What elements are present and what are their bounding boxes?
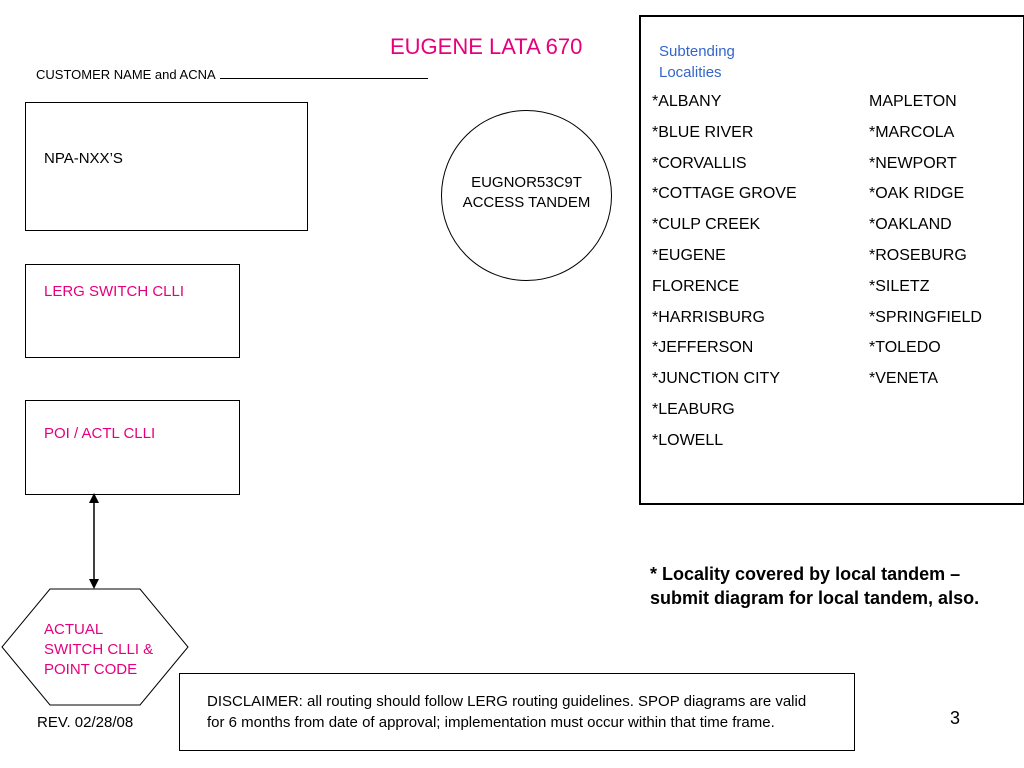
bidirectional-arrow — [89, 493, 99, 589]
npa-nxx-box: NPA-NXX’S — [25, 102, 308, 231]
lerg-switch-clli-box: LERG SWITCH CLLI — [25, 264, 240, 358]
locality-item: MAPLETON — [869, 93, 957, 110]
actual-switch-line-2: SWITCH CLLI & — [44, 641, 154, 658]
customer-name-label: CUSTOMER NAME and ACNA — [36, 67, 216, 82]
arrow-head-down — [89, 579, 99, 589]
locality-item: *OAKLAND — [869, 216, 952, 234]
locality-item: FLORENCE — [652, 277, 740, 295]
page-number: 3 — [950, 708, 961, 728]
locality-item: *OAK RIDGE — [869, 185, 965, 203]
revision-date: REV. 02/28/08 — [37, 714, 134, 731]
localities-heading: Subtending Localities — [659, 43, 735, 81]
tandem-type: ACCESS TANDEM — [462, 194, 591, 211]
npa-nxx-label: NPA-NXX’S — [44, 150, 123, 167]
locality-item: *JEFFERSON — [652, 339, 754, 357]
locality-item: *MARCOLA — [869, 123, 955, 141]
actual-switch-hexagon — [1, 588, 189, 706]
locality-item: *EUGENE — [652, 246, 726, 264]
locality-item: *COTTAGE GROVE — [652, 185, 797, 203]
access-tandem-node: EUGNOR53C9T ACCESS TANDEM — [441, 110, 612, 281]
locality-item: *LEABURG — [652, 400, 735, 418]
customer-name-blank-line — [219, 67, 428, 79]
poi-actl-clli-box: POI / ACTL CLLI — [25, 400, 240, 495]
locality-item: *ROSEBURG — [869, 246, 967, 264]
locality-item: *CULP CREEK — [652, 216, 761, 234]
localities-column-1: *ALBANY *BLUE RIVER *CORVALLIS *COTTAGE … — [652, 93, 797, 463]
disclaimer-text: DISCLAIMER: all routing should follow LE… — [207, 693, 807, 731]
local-tandem-footnote: * Locality covered by local tandem – sub… — [650, 564, 980, 608]
page-title: EUGENE LATA 670 — [390, 34, 583, 59]
locality-item: *JUNCTION CITY — [652, 370, 780, 388]
hexagon-shape — [1, 588, 189, 706]
locality-item: *NEWPORT — [869, 154, 957, 172]
actual-switch-label: ACTUAL SWITCH CLLI & POINT CODE — [44, 620, 153, 680]
localities-column-2: MAPLETON *MARCOLA *NEWPORT *OAK RIDGE *O… — [869, 93, 982, 401]
locality-item: *SILETZ — [869, 277, 930, 295]
disclaimer-box: DISCLAIMER: all routing should follow LE… — [179, 673, 855, 751]
locality-item: *CORVALLIS — [652, 154, 747, 172]
locality-item: *BLUE RIVER — [652, 123, 754, 141]
locality-item: *HARRISBURG — [652, 308, 765, 326]
locality-item: *VENETA — [869, 370, 939, 388]
customer-name-acna-field: CUSTOMER NAME and ACNA — [36, 67, 428, 82]
tandem-clli: EUGNOR53C9T — [471, 174, 582, 191]
locality-item: *SPRINGFIELD — [869, 308, 982, 326]
subtending-localities-panel: Subtending Localities *ALBANY *BLUE RIVE… — [639, 15, 1024, 505]
locality-item: *LOWELL — [652, 431, 724, 449]
locality-item: *ALBANY — [652, 93, 722, 110]
arrow-head-up — [89, 493, 99, 503]
lerg-switch-clli-label: LERG SWITCH CLLI — [44, 283, 185, 300]
actual-switch-line-1: ACTUAL — [44, 621, 104, 638]
poi-actl-clli-label: POI / ACTL CLLI — [44, 425, 156, 442]
locality-item: *TOLEDO — [869, 339, 941, 357]
actual-switch-line-3: POINT CODE — [44, 661, 138, 678]
